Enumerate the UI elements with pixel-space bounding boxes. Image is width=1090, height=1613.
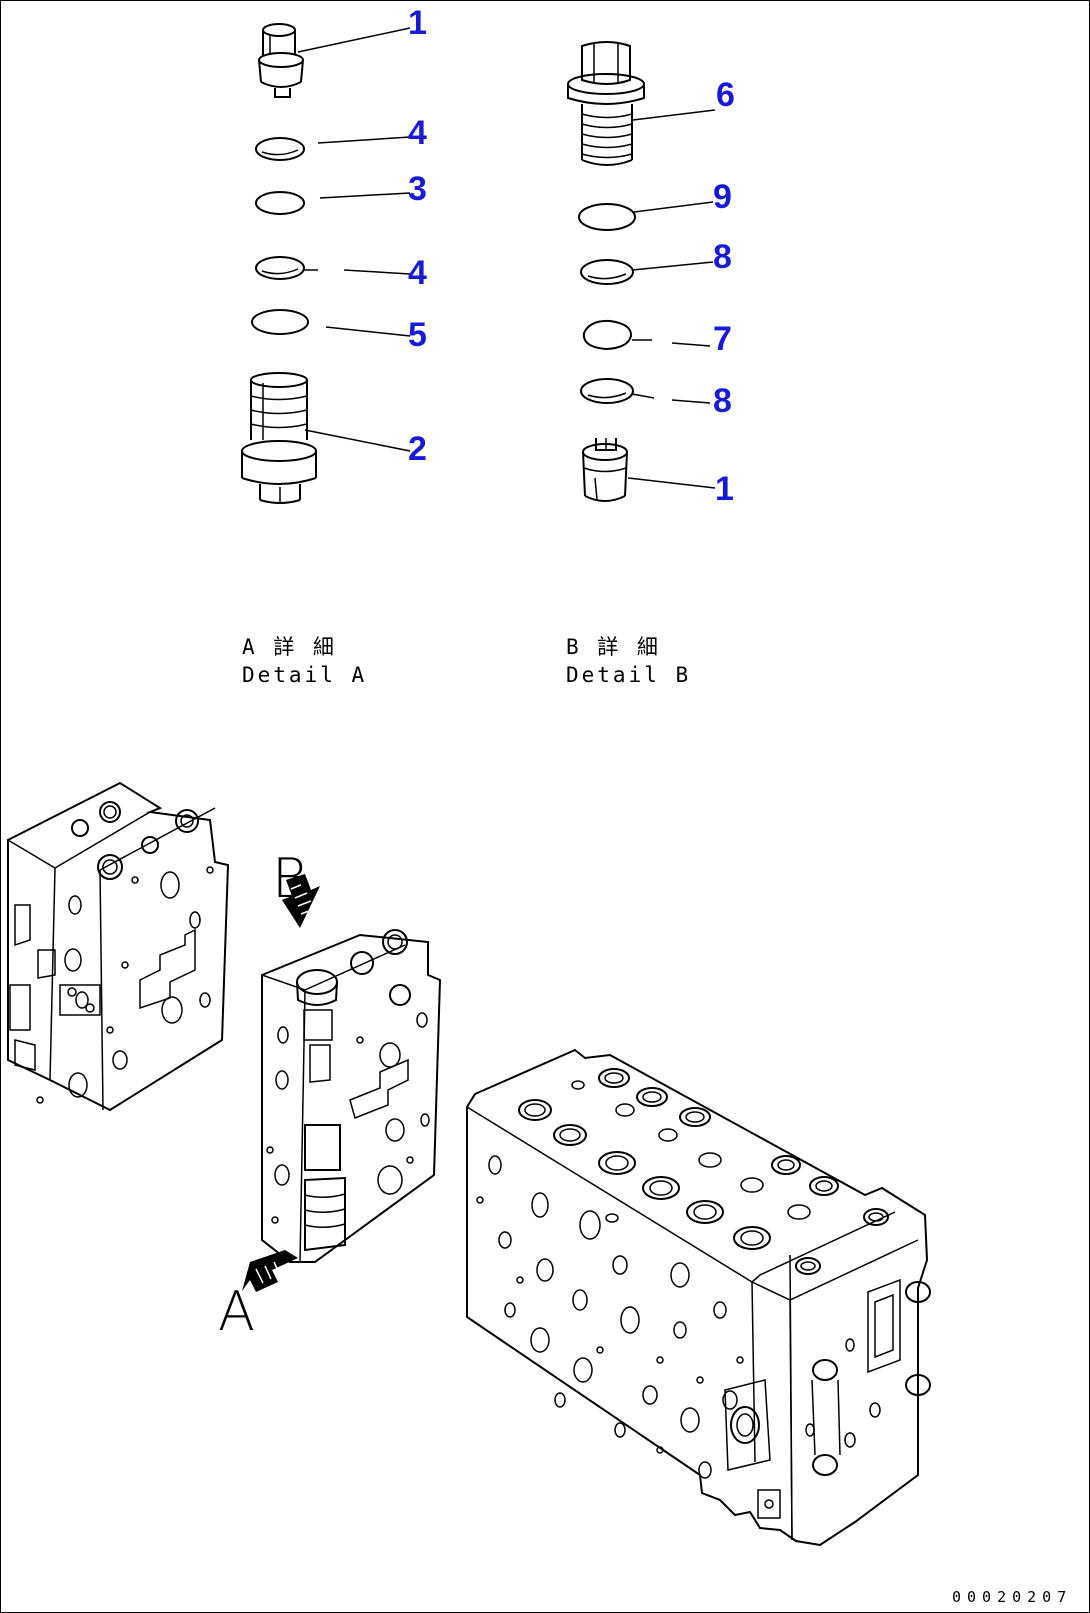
callout-b-part-1: 1 (715, 470, 734, 508)
part-6-plug (567, 41, 645, 166)
leader-a1 (297, 27, 411, 53)
detail-a-caption-en: Detail A (242, 663, 368, 687)
left-valve-section (7, 781, 230, 1112)
callout-a-part-1: 1 (408, 4, 427, 42)
callout-a-part-5: 5 (408, 316, 427, 354)
leader-b6 (632, 109, 716, 121)
view-arrow-a (242, 1250, 298, 1292)
leader-b7 (632, 339, 711, 347)
detail-b-caption-en: Detail B (566, 663, 692, 687)
callout-b-part-8-lower: 8 (713, 382, 732, 420)
leader-b1 (627, 477, 716, 489)
drawing-number: 00020207 (952, 1588, 1073, 1606)
view-letter-b: B (272, 847, 308, 910)
center-valve-section (261, 929, 442, 1263)
main-control-valve (465, 1048, 931, 1547)
leader-a4-upper (317, 136, 411, 144)
part-7-o-ring (582, 319, 633, 351)
callout-a-part-3: 3 (408, 170, 427, 208)
leader-b9 (633, 201, 714, 213)
part-8-backup-ring-lower (580, 378, 634, 404)
leader-a2 (304, 429, 411, 452)
detail-a-caption-jp: A 詳 細 (242, 635, 337, 659)
part-8-backup-ring-upper (580, 259, 634, 285)
part-4-backup-ring-lower (255, 256, 305, 280)
detail-b-caption-jp: B 詳 細 (566, 635, 661, 659)
part-1-detail-a (258, 23, 304, 98)
part-4-backup-ring-upper (255, 137, 305, 161)
view-letter-a: A (218, 1280, 255, 1343)
callout-a-part-2: 2 (408, 430, 427, 468)
part-5-o-ring (251, 309, 309, 335)
part-1-detail-b (582, 438, 628, 502)
leader-b8-upper (631, 261, 714, 271)
part-3-o-ring (255, 191, 305, 215)
callout-b-part-6: 6 (716, 76, 735, 114)
callout-a-part-4-lower: 4 (408, 254, 427, 292)
leader-b8-lower (631, 393, 711, 404)
view-arrow-b (282, 874, 320, 928)
part-9-o-ring (578, 203, 636, 231)
callout-a-part-4-upper: 4 (408, 114, 427, 152)
leader-a3 (319, 192, 411, 199)
leader-a4-lower (304, 269, 411, 275)
callout-b-part-9: 9 (713, 178, 732, 216)
leader-a5 (325, 326, 411, 337)
part-2-plug (241, 372, 317, 504)
callout-b-part-7: 7 (713, 320, 732, 358)
callout-b-part-8-upper: 8 (713, 238, 732, 276)
